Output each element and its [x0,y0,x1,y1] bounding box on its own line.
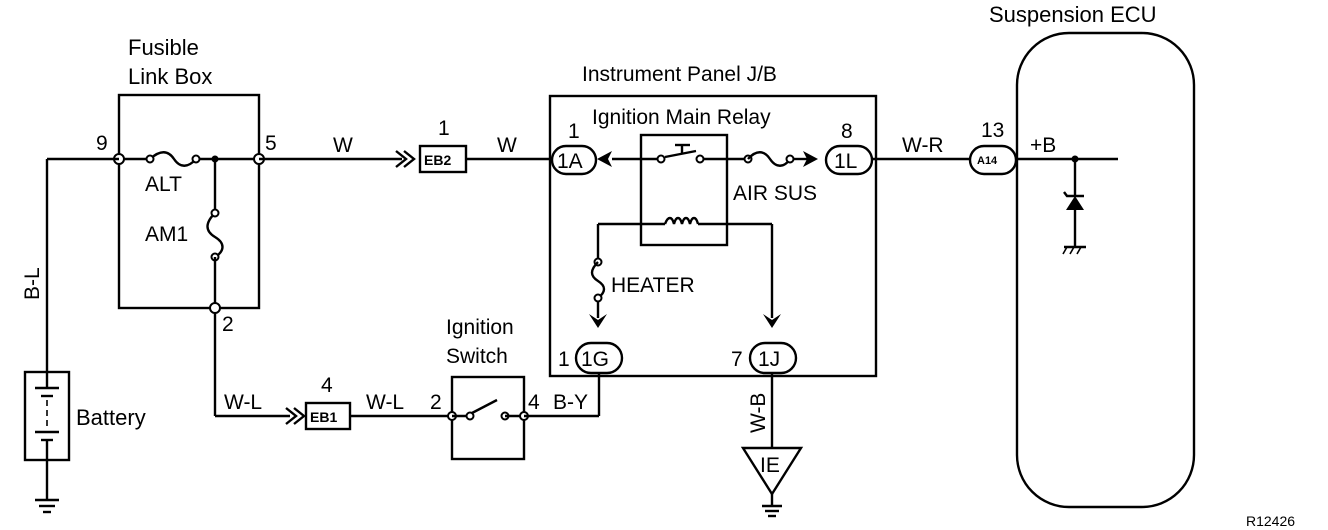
ignition-switch-title-line2: Switch [446,345,508,368]
ignition-circuit: W-L EB1 4 W-L 2 Ignition Switch 4 B-Y [213,313,601,461]
fusible-link-box-title-line1: Fusible [128,35,199,60]
pin-sw-2-label: 2 [430,391,442,414]
battery: B-L Battery [21,157,146,514]
wire-w2-label: W [497,134,517,157]
instrument-panel-jb-title: Instrument Panel J/B [582,63,777,86]
relay-coil-icon [663,216,700,225]
connector-arrow-icon [285,407,298,425]
zener-diode-icon [1066,196,1084,210]
wire-wl2-label: W-L [366,391,404,414]
pin-2-label: 2 [222,313,234,336]
ecu-plus-b-label: +B [1030,134,1056,157]
terminal-2 [209,302,221,314]
wire-w-to-eb2: W EB2 1 W [259,117,552,174]
pin-1l-8-label: 8 [841,120,853,143]
fusible-link-box-title-line2: Link Box [128,64,212,89]
wire-wb-label: W-B [747,393,770,433]
connector-1g-label: 1G [581,348,609,371]
wire-wr-to-a14: W-R A14 13 [872,119,1018,176]
pin-a14-13-label: 13 [981,119,1004,142]
alt-fuse-label: ALT [145,173,182,196]
air-sus-fuse-label: AIR SUS [733,182,817,205]
ignition-switch-contact-icon [471,398,498,415]
ignition-switch-outline [450,375,526,461]
connector-1j-arrow-icon [763,314,781,328]
fusible-link-box: Fusible Link Box ALT AM1 9 5 2 [96,35,277,336]
am1-fuse-symbol [206,212,224,259]
ground-ie-label: IE [760,454,780,477]
alt-fuse-symbol [149,151,197,167]
ground-ie-triangle [740,446,804,497]
pin-1g-1-label: 1 [558,348,570,371]
wire-wr-label: W-R [902,134,944,157]
wire-w1-label: W [333,134,353,157]
wire-bl-label: B-L [21,267,44,300]
wire-wl1-label: W-L [224,391,262,414]
instrument-panel-jb-outline [548,94,878,378]
connector-1l-label: 1L [834,150,857,173]
wire-by-label: B-Y [553,391,588,414]
connector-1a [550,144,598,176]
connector-1a-arrow-icon [597,151,612,167]
ignition-main-relay-label: Ignition Main Relay [592,106,771,129]
connector-1j-label: 1J [758,348,780,371]
relay-contact-icon [664,149,697,159]
connector-eb2-label: EB2 [424,152,451,168]
relay-box [639,133,729,247]
pin-sw-4-label: 4 [528,391,540,414]
instrument-panel-jb: Instrument Panel J/B Ignition Main Relay… [548,63,878,378]
pin-5-label: 5 [265,132,277,155]
pin-9-label: 9 [96,132,108,155]
air-sus-fuse-symbol [747,151,791,167]
ignition-switch-title-line1: Ignition [446,316,514,339]
pin-eb2-1-label: 1 [438,117,450,140]
fusible-link-box-outline [117,93,261,310]
connector-arrow-icon [395,150,408,168]
battery-label: Battery [76,405,146,430]
connector-eb1-label: EB1 [310,409,337,425]
pin-eb1-4-label: 4 [321,374,333,397]
heater-fuse-label: HEATER [611,274,695,297]
connector-1l-arrow-icon [803,151,818,167]
heater-fuse-symbol [590,261,606,299]
connector-a14-label: A14 [977,155,998,167]
am1-fuse-label: AM1 [145,223,188,246]
ground-ie: W-B IE [740,373,804,518]
pin-1j-7-label: 7 [731,348,743,371]
connector-1a-label: 1A [557,150,583,173]
suspension-ecu-outline [1015,31,1196,509]
suspension-ecu-label: Suspension ECU [989,2,1157,27]
figure-id: R12426 [1246,513,1295,529]
pin-1a-1-label: 1 [568,120,580,143]
connector-1g-arrow-icon [589,314,607,328]
suspension-ecu: Suspension ECU +B [989,2,1196,509]
